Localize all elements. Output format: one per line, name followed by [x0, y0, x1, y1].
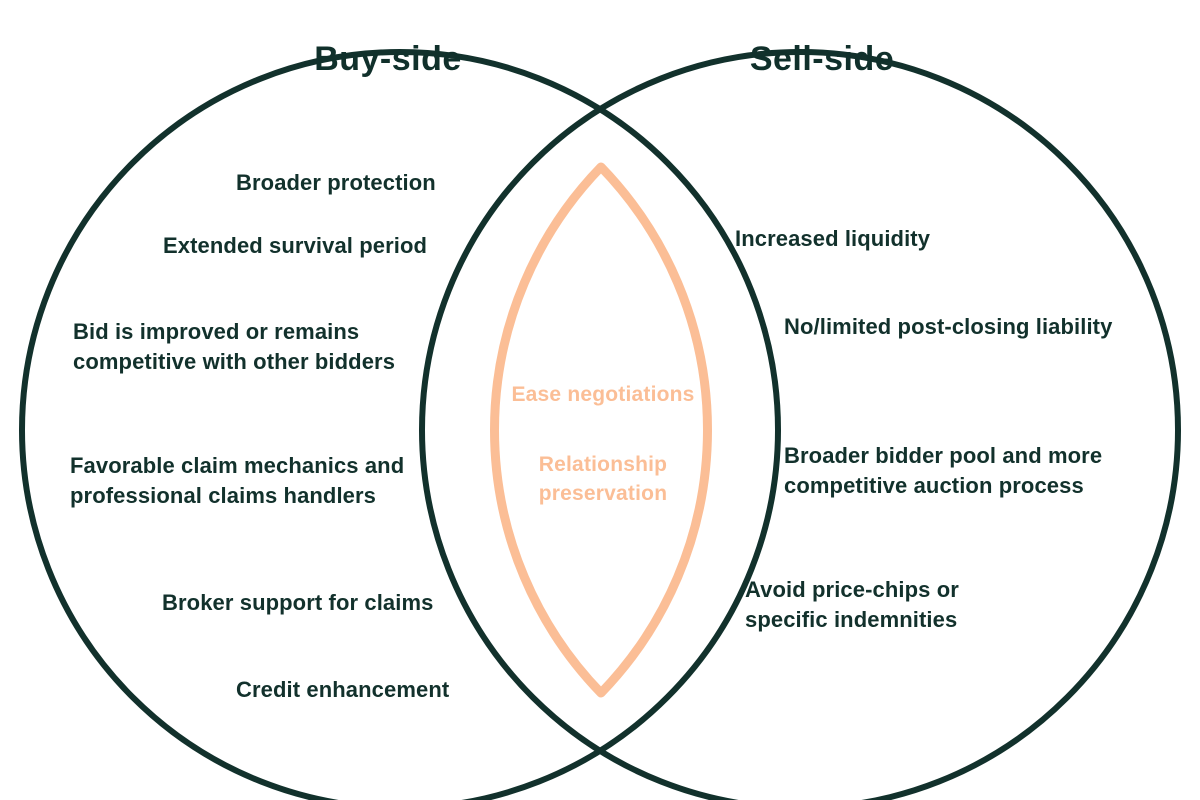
- buy-side-circle: [19, 49, 781, 800]
- sell-side-circle: [419, 49, 1181, 800]
- buy-side-title: Buy-side: [314, 40, 462, 78]
- sell-side-item: Avoid price-chips or specific indemnitie…: [745, 577, 959, 633]
- overlap-item: Ease negotiations: [511, 383, 695, 406]
- sell-side-title: Sell-side: [749, 40, 895, 78]
- overlap-item: Relationship preservation: [538, 453, 668, 506]
- buy-side-item: Broker support for claims: [162, 590, 434, 615]
- buy-side-item: Extended survival period: [163, 233, 428, 258]
- buy-side-item: Favorable claim mechanics and profession…: [70, 453, 405, 509]
- sell-side-item: Broader bidder pool and more competitive…: [784, 443, 1103, 499]
- buy-side-item: Credit enhancement: [236, 677, 450, 702]
- sell-side-item: No/limited post-closing liability: [784, 314, 1113, 339]
- buy-side-item: Broader protection: [236, 170, 436, 195]
- sell-side-item: Increased liquidity: [735, 226, 931, 251]
- buy-side-item: Bid is improved or remains competitive w…: [73, 319, 396, 375]
- overlap-lens-outline: [490, 162, 712, 698]
